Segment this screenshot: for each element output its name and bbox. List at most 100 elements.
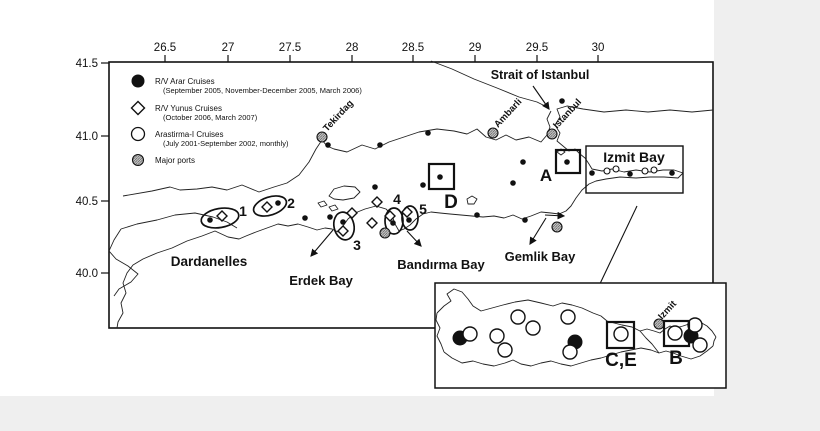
label-strait-of-istanbul: Strait of Istanbul bbox=[491, 68, 590, 82]
map-frame bbox=[108, 61, 714, 329]
inset-background bbox=[434, 282, 727, 389]
port-marker bbox=[546, 128, 558, 140]
marmara-island-outline bbox=[328, 185, 361, 201]
inset-open-station bbox=[510, 309, 526, 325]
sampling-box-label-D: D bbox=[444, 192, 458, 213]
station-filled-dot bbox=[520, 159, 526, 165]
label-gemlik-bay: Gemlik Bay bbox=[505, 249, 577, 264]
port-marker bbox=[487, 127, 499, 139]
lat-tick-label: 41.5 bbox=[76, 58, 98, 70]
station-filled-dot bbox=[420, 182, 426, 188]
legend-label: Arastirma-I Cruises bbox=[155, 130, 223, 139]
sampling-box-label-B: B bbox=[669, 348, 683, 369]
sampling-box-D bbox=[427, 162, 456, 191]
inset-open-station bbox=[692, 337, 708, 353]
inset-open-station bbox=[489, 328, 505, 344]
coastline-gallipoli-tip bbox=[108, 228, 139, 297]
station-filled-dot bbox=[589, 170, 595, 176]
inset-open-station bbox=[562, 344, 578, 360]
label-izmit-bay: Izmit Bay bbox=[603, 149, 665, 165]
small-islands-outline bbox=[317, 200, 339, 212]
station-filled-dot bbox=[510, 180, 516, 186]
annotation-arrow bbox=[406, 230, 422, 247]
legend-open-circle-icon bbox=[130, 126, 146, 142]
sampling-box-C,E bbox=[605, 320, 636, 350]
imrali-island-outline bbox=[466, 195, 478, 205]
inset-frame bbox=[434, 282, 727, 389]
station-group-number-3: 3 bbox=[353, 237, 361, 253]
inset-open-station bbox=[497, 342, 513, 358]
station-filled-dot bbox=[340, 219, 346, 225]
station-filled-dot bbox=[207, 217, 213, 223]
station-filled-dot bbox=[564, 159, 570, 165]
lon-tick-label: 26.5 bbox=[154, 42, 176, 54]
legend-label: R/V Yunus Cruises bbox=[155, 104, 222, 113]
sampling-box-label-C,E: C,E bbox=[605, 350, 637, 371]
legend-label: R/V Arar Cruises bbox=[155, 77, 215, 86]
station-group-ellipse-2 bbox=[252, 195, 288, 217]
station-filled-dot bbox=[669, 170, 675, 176]
inset-open-station bbox=[525, 320, 541, 336]
station-filled-dot bbox=[377, 142, 383, 148]
legend-detail: (September 2005, November-December 2005,… bbox=[163, 86, 362, 95]
station-filled-dot bbox=[325, 142, 331, 148]
station-diamond bbox=[401, 206, 413, 218]
station-diamond bbox=[261, 201, 273, 213]
station-filled-dot bbox=[474, 212, 480, 218]
station-filled-dot bbox=[390, 220, 396, 226]
lon-tick-label: 27.5 bbox=[279, 42, 301, 54]
inset-open-station bbox=[613, 326, 629, 342]
station-diamond bbox=[384, 210, 396, 222]
station-filled-dot bbox=[275, 200, 281, 206]
lon-tick-label: 28.5 bbox=[402, 42, 424, 54]
station-open-circle bbox=[603, 167, 611, 175]
station-filled-dot bbox=[372, 184, 378, 190]
station-group-number-1: 1 bbox=[239, 203, 247, 219]
inset-coastline-south bbox=[443, 345, 714, 367]
station-group-number-5: 5 bbox=[419, 201, 427, 217]
station-filled-dot bbox=[327, 214, 333, 220]
station-group-ellipse-1 bbox=[200, 207, 240, 229]
label-band-rma-bay: Bandırma Bay bbox=[397, 257, 485, 272]
station-group-ellipse-3 bbox=[332, 211, 356, 241]
station-diamond bbox=[216, 210, 228, 222]
legend-detail: (July 2001-September 2002, monthly) bbox=[163, 139, 289, 148]
coastline-gallipoli-south bbox=[120, 212, 238, 230]
station-filled-dot bbox=[559, 98, 565, 104]
station-diamond bbox=[371, 196, 383, 208]
inset-coastline-east-end bbox=[712, 336, 717, 347]
coastline-blacksea-west bbox=[430, 60, 548, 108]
annotation-arrow bbox=[532, 85, 550, 110]
legend-item-open-diamond: R/V Yunus Cruises(October 2006, March 20… bbox=[130, 100, 258, 122]
legend-diamond-icon bbox=[130, 100, 146, 116]
station-diamond bbox=[346, 207, 358, 219]
right-margin-band bbox=[714, 0, 820, 431]
station-filled-dot bbox=[425, 130, 431, 136]
izmit-bay-region-box bbox=[585, 145, 684, 194]
legend-item-filled-circle: R/V Arar Cruises(September 2005, Novembe… bbox=[131, 74, 362, 95]
lon-tick-label: 29 bbox=[469, 42, 482, 54]
inset-open-station bbox=[560, 309, 576, 325]
lon-tick-label: 27 bbox=[222, 42, 235, 54]
station-filled-dot bbox=[437, 174, 443, 180]
annotation-arrow bbox=[529, 217, 547, 245]
lat-tick-label: 40.0 bbox=[76, 268, 98, 280]
station-group-number-2: 2 bbox=[287, 195, 295, 211]
lat-tick-label: 40.5 bbox=[76, 196, 98, 208]
station-filled-dot bbox=[302, 215, 308, 221]
annotation-arrow bbox=[596, 205, 638, 292]
port-marker bbox=[379, 227, 391, 239]
station-open-circle bbox=[650, 166, 658, 174]
coastline-east-and-south bbox=[116, 105, 714, 329]
coastlines-main bbox=[108, 60, 714, 329]
legend-filled-circle-icon bbox=[131, 74, 145, 88]
station-open-circle bbox=[641, 167, 649, 175]
lat-tick-label: 41.0 bbox=[76, 131, 98, 143]
station-filled-dot bbox=[406, 217, 412, 223]
station-filled-dot bbox=[522, 217, 528, 223]
station-filled-dot bbox=[627, 171, 633, 177]
legend-item-hatched-circle: Major ports bbox=[131, 153, 195, 167]
